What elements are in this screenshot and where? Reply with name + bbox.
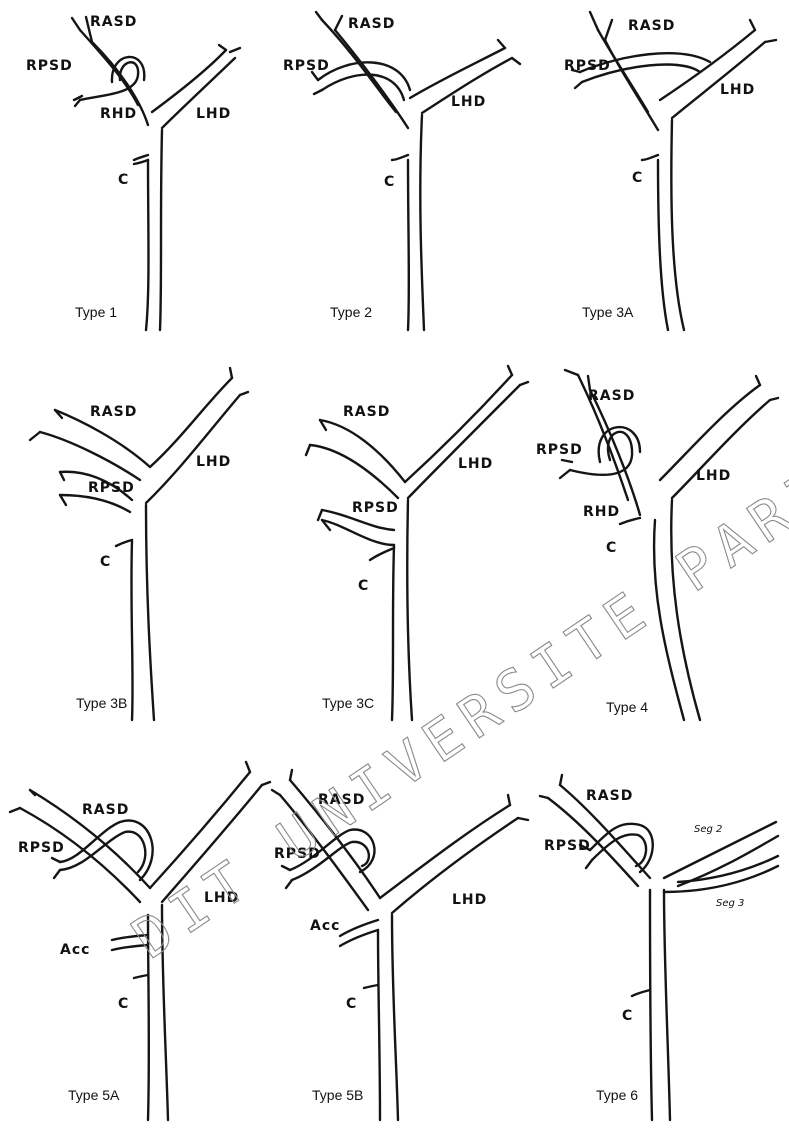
label-rpsd: RPSD — [536, 442, 583, 458]
caption: Type 2 — [330, 304, 372, 320]
duct-drawing — [312, 12, 520, 330]
label-rpsd: RPSD — [544, 838, 591, 854]
label-c: C — [346, 996, 357, 1012]
label-rasd: RASD — [82, 802, 129, 818]
label-acc: Acc — [310, 918, 340, 934]
label-lhd: LHD — [720, 82, 755, 98]
label-rasd: RASD — [588, 388, 635, 404]
label-c: C — [358, 578, 369, 594]
caption: Type 6 — [596, 1087, 638, 1103]
label-rpsd: RPSD — [564, 58, 611, 74]
label-lhd: LHD — [196, 454, 231, 470]
label-seg-2: Seg 2 — [694, 824, 722, 835]
panel-type-2: RASD RPSD LHD C Type 2 — [283, 12, 520, 330]
label-c: C — [384, 174, 395, 190]
caption: Type 4 — [606, 699, 648, 715]
caption: Type 3B — [76, 695, 127, 711]
caption: Type 3C — [322, 695, 374, 711]
label-rpsd: RPSD — [352, 500, 399, 516]
label-rhd: RHD — [583, 504, 620, 520]
label-rasd: RASD — [628, 18, 675, 34]
duct-drawing — [540, 775, 778, 1120]
label-lhd: LHD — [196, 106, 231, 122]
caption: Type 1 — [75, 304, 117, 320]
label-lhd: LHD — [696, 468, 731, 484]
label-rpsd: RPSD — [18, 840, 65, 856]
label-lhd: LHD — [451, 94, 486, 110]
label-acc: Acc — [60, 942, 90, 958]
label-c: C — [622, 1008, 633, 1024]
caption: Type 5B — [312, 1087, 363, 1103]
label-rasd: RASD — [90, 404, 137, 420]
label-rpsd: RPSD — [26, 58, 73, 74]
panel-type-6: RASD RPSD Seg 2 Seg 3 C Type 6 — [540, 775, 778, 1120]
label-seg-3: Seg 3 — [716, 898, 744, 909]
label-lhd: LHD — [458, 456, 493, 472]
caption: Type 3A — [582, 304, 634, 320]
label-rpsd: RPSD — [283, 58, 330, 74]
panel-type-3a: RASD RPSD LHD C Type 3A — [564, 12, 776, 330]
label-rasd: RASD — [348, 16, 395, 32]
label-lhd: LHD — [452, 892, 487, 908]
label-c: C — [606, 540, 617, 556]
label-rasd: RASD — [343, 404, 390, 420]
caption: Type 5A — [68, 1087, 120, 1103]
label-c: C — [100, 554, 111, 570]
label-rasd: RASD — [586, 788, 633, 804]
panel-type-3b: RASD RPSD LHD C Type 3B — [30, 368, 248, 720]
label-c: C — [632, 170, 643, 186]
label-rpsd: RPSD — [88, 480, 135, 496]
label-c: C — [118, 996, 129, 1012]
duct-drawing — [30, 368, 248, 720]
panel-type-1: RASD RPSD RHD LHD C Type 1 — [26, 14, 240, 330]
duct-drawing — [72, 17, 240, 330]
label-rasd: RASD — [90, 14, 137, 30]
label-rhd: RHD — [100, 106, 137, 122]
label-c: C — [118, 172, 129, 188]
